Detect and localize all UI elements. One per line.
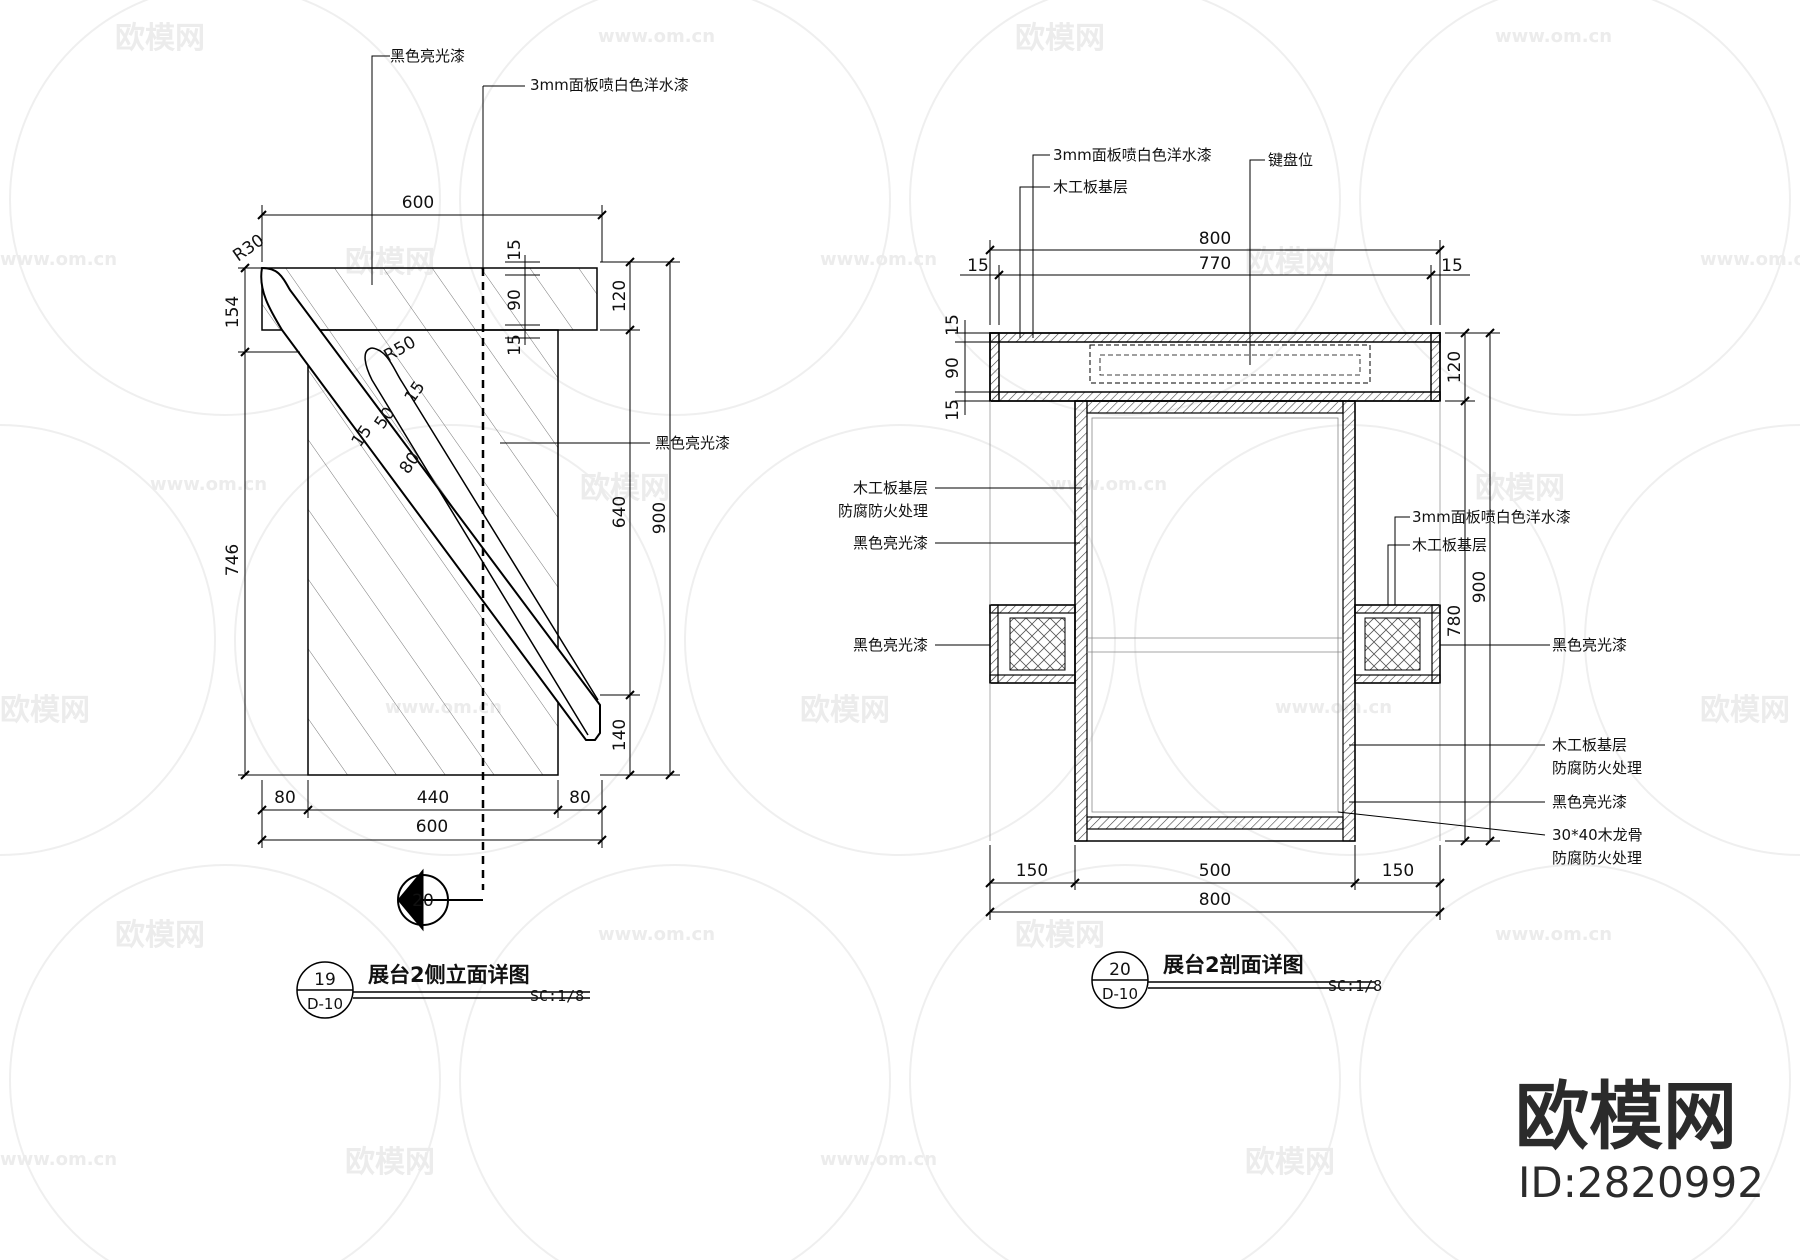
- label-wood-base-right-low-2: 防腐防火处理: [1552, 759, 1642, 777]
- label-panel-paint: 3mm面板喷白色洋水漆: [530, 76, 689, 94]
- label-top-finish: 黑色亮光漆: [390, 47, 465, 65]
- dim-bottom-440: 440: [417, 788, 449, 808]
- watermark-url: www.om.cn: [598, 26, 715, 47]
- dim-154: 154: [223, 296, 243, 328]
- watermark-brand: 欧模网: [345, 1145, 435, 1180]
- watermark-url: www.om.cn: [598, 924, 715, 945]
- dim-15a: 15: [505, 239, 525, 261]
- dim-bottom-150-right: 150: [1382, 861, 1414, 881]
- watermark-url: www.om.cn: [150, 474, 267, 495]
- dim-top-15-right: 15: [1441, 256, 1463, 276]
- label-panel-paint-right: 3mm面板喷白色洋水漆: [1412, 508, 1571, 526]
- dim-bottom-600: 600: [416, 817, 448, 837]
- label-keel-2: 防腐防火处理: [1552, 849, 1642, 867]
- dim-bottom-80-left: 80: [274, 788, 296, 808]
- drawing-title: 展台2剖面详图: [1163, 953, 1304, 977]
- dim-bottom-800: 800: [1199, 890, 1231, 910]
- watermark-url: www.om.cn: [1050, 474, 1167, 495]
- label-wood-base-left-2: 防腐防火处理: [838, 502, 928, 520]
- ref-number: 19: [314, 970, 336, 990]
- dim-900: 900: [650, 502, 670, 534]
- dim-left-90: 90: [943, 357, 963, 379]
- section-marker-number: 20: [412, 891, 434, 911]
- dim-top-800: 800: [1199, 229, 1231, 249]
- watermark-brand: 欧模网: [1475, 471, 1565, 506]
- dim-right-120: 120: [1445, 351, 1465, 383]
- ref-sheet: D-10: [307, 995, 343, 1013]
- watermark-url: www.om.cn: [820, 249, 937, 270]
- keyboard-tray: [1089, 344, 1371, 384]
- dim-140: 140: [610, 719, 630, 751]
- watermark-id: ID:2820992: [1518, 1158, 1764, 1207]
- dim-746: 746: [223, 544, 243, 576]
- side-elevation-drawing: [238, 55, 680, 1019]
- watermark-brand: 欧模网: [1245, 1145, 1335, 1180]
- watermark-url: www.om.cn: [1495, 924, 1612, 945]
- diagonal-bar: [260, 266, 601, 741]
- side-elevation-text: 黑色亮光漆 3mm面板喷白色洋水漆 黑色亮光漆 600 R30 R50 154 …: [223, 47, 730, 1013]
- label-panel-paint-top: 3mm面板喷白色洋水漆: [1053, 146, 1212, 164]
- watermark-brand: 欧模网: [1700, 693, 1790, 728]
- dim-15b: 15: [505, 334, 525, 356]
- watermark-brand: 欧模网: [0, 693, 90, 728]
- dim-90: 90: [505, 289, 525, 311]
- section-text: 3mm面板喷白色洋水漆 木工板基层 键盘位 木工板基层 防腐防火处理 黑色亮光漆…: [838, 146, 1643, 1003]
- section-drawing: [935, 154, 1550, 1009]
- label-wood-base-right-low-1: 木工板基层: [1552, 736, 1627, 754]
- label-wood-base-left-1: 木工板基层: [853, 479, 928, 497]
- cabinet-body-section: [1074, 400, 1356, 842]
- drawing-title: 展台2侧立面详图: [368, 963, 530, 987]
- dim-right-780: 780: [1445, 605, 1465, 637]
- dim-left-15a: 15: [943, 314, 963, 336]
- watermark-brand: 欧模网: [1015, 918, 1105, 953]
- watermark-url: www.om.cn: [1495, 26, 1612, 47]
- dim-left-15b: 15: [943, 399, 963, 421]
- label-black-left-shelf: 黑色亮光漆: [853, 636, 928, 654]
- cabinet-top: [261, 267, 598, 331]
- dim-bottom-150-left: 150: [1016, 861, 1048, 881]
- watermark-brand: 欧模网: [1015, 21, 1105, 56]
- watermark-url: www.om.cn: [0, 249, 117, 270]
- watermark-brand-large: 欧模网: [1515, 1074, 1737, 1160]
- label-black-right-low: 黑色亮光漆: [1552, 793, 1627, 811]
- watermark-url: www.om.cn: [1275, 697, 1392, 718]
- label-wood-base-top: 木工板基层: [1053, 178, 1128, 196]
- watermark-brand: 欧模网: [1245, 245, 1335, 280]
- label-keyboard: 键盘位: [1268, 151, 1313, 169]
- dim-bottom-500: 500: [1199, 861, 1231, 881]
- label-black-right-shelf: 黑色亮光漆: [1552, 636, 1627, 654]
- watermark-brand: 欧模网: [115, 918, 205, 953]
- drawing-scale: SC:1/8: [530, 987, 584, 1005]
- watermark-brand: 欧模网: [580, 471, 670, 506]
- watermark-url: www.om.cn: [0, 1149, 117, 1170]
- dim-top-15-left: 15: [967, 256, 989, 276]
- label-black-left: 黑色亮光漆: [853, 534, 928, 552]
- dim-right-900: 900: [1470, 571, 1490, 603]
- drawing-scale: SC:1/8: [1328, 977, 1382, 995]
- label-side-finish: 黑色亮光漆: [655, 434, 730, 452]
- watermark-url: www.om.cn: [820, 1149, 937, 1170]
- watermark-url: www.om.cn: [1700, 249, 1800, 270]
- counter-top-frame: [989, 332, 1441, 402]
- ref-sheet: D-10: [1102, 985, 1138, 1003]
- watermark-brand: 欧模网: [115, 21, 205, 56]
- watermark-brand: 欧模网: [800, 693, 890, 728]
- ref-number: 20: [1109, 960, 1131, 980]
- dim-640: 640: [610, 496, 630, 528]
- label-keel-1: 30*40木龙骨: [1552, 826, 1643, 844]
- dim-120: 120: [610, 280, 630, 312]
- dim-top-width: 600: [402, 193, 434, 213]
- label-wood-base-right: 木工板基层: [1412, 536, 1487, 554]
- dim-bottom-80-right: 80: [569, 788, 591, 808]
- dim-top-770: 770: [1199, 254, 1231, 274]
